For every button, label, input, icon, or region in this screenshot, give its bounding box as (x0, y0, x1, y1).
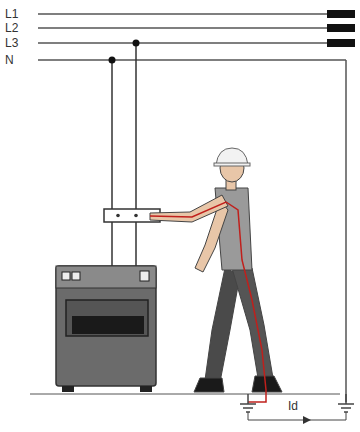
fault-current-path (150, 202, 266, 402)
arrowhead (303, 416, 311, 424)
current-label: Id (287, 400, 299, 412)
junction-dot (109, 57, 116, 64)
neutral-label: N (5, 54, 14, 66)
supply-wires (112, 43, 136, 290)
earth-symbol (338, 394, 354, 412)
terminal-blocks (327, 10, 355, 47)
appliance (56, 266, 156, 392)
earth-current-line (256, 420, 334, 421)
earth-conductor (345, 60, 347, 402)
supply-lines (38, 14, 352, 60)
phase-label: L1 (5, 8, 18, 20)
phase-label: L3 (5, 37, 18, 49)
phase-label: L2 (5, 22, 18, 34)
junction-dot (133, 40, 140, 47)
floor-line (30, 394, 340, 395)
earth-symbol (240, 394, 256, 412)
